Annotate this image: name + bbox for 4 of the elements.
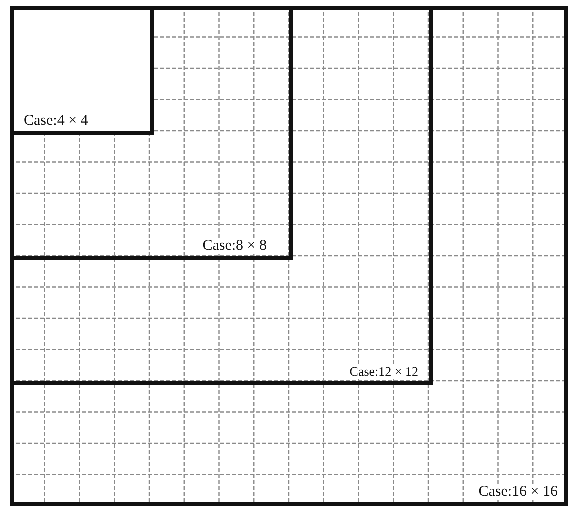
- case-label: Case:8 × 8: [200, 238, 269, 254]
- case-label: Case:16 × 16: [476, 484, 560, 500]
- case-box: [10, 6, 568, 506]
- case-label: Case:12 × 12: [348, 364, 420, 379]
